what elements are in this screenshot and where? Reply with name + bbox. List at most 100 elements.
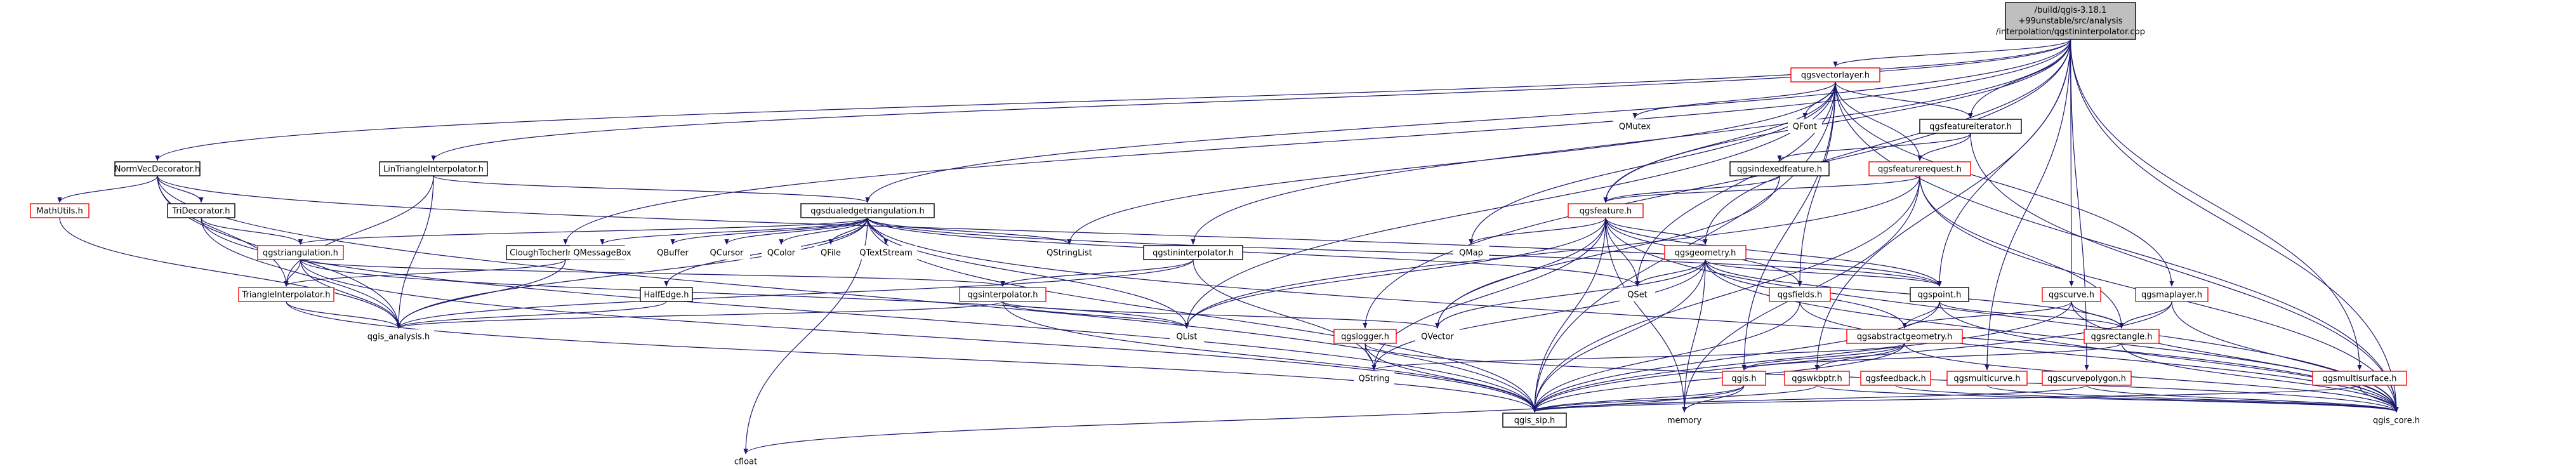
node-qgspoint[interactable]: qgspoint.h: [1910, 287, 1969, 302]
node-box-qgsmulticurve: [1946, 371, 2028, 386]
node-qgsinterpolator[interactable]: qgsinterpolator.h: [959, 287, 1047, 302]
node-qgswkbptr[interactable]: qgswkbptr.h: [1784, 371, 1850, 386]
node-label-lintriangleinterpolator: LinTriangleInterpolator.h: [383, 165, 484, 175]
node-box-qgis: [1722, 371, 1766, 386]
node-qvector: QVector: [1415, 329, 1460, 343]
node-qset: QSet: [1620, 287, 1655, 301]
node-box-qbuffer: [651, 246, 695, 260]
node-box-mathutils: [30, 203, 89, 218]
node-qtextstream: QTextStream: [855, 246, 917, 260]
edge-qgsrectangle-to-qgis_core: [2121, 343, 2399, 413]
edge-qgstriangulation-to-qgsinterpolator: [300, 259, 1005, 287]
edge-qgsindexedfeature-to-qgsfeature: [1603, 175, 1780, 203]
node-qgsmaplayer[interactable]: qgsmaplayer.h: [2135, 287, 2209, 302]
edge-root-to-qgsmulticurve: [1985, 39, 2071, 371]
node-box-qgis_sip: [1502, 413, 1567, 428]
node-label-qgswkbptr: qgswkbptr.h: [1792, 374, 1842, 384]
edge-qgsfeature-to-qmap: [1469, 217, 1606, 245]
node-label-root: /build/qgis-3.18.1+99unstable/src/analys…: [1996, 6, 2145, 37]
edge-qgsfeaturerequest-to-qgsfeature: [1603, 175, 1920, 203]
edge-qgsdualedgetriangulation-to-qbuffer: [670, 217, 868, 245]
edge-qgsmaplayer-to-qgsrectangle: [2119, 301, 2172, 329]
node-normvecdecorator[interactable]: NormVecDecorator.h: [114, 161, 201, 176]
edge-qgscurvepolygon-to-qgis_sip: [1532, 385, 2087, 413]
node-qgsmultisurface[interactable]: qgsmultisurface.h: [2312, 371, 2407, 386]
edge-triangleinterpolator-to-qgis_sip: [286, 301, 1537, 413]
node-halfedge[interactable]: HalfEdge.h: [640, 287, 693, 302]
node-qgis_sip[interactable]: qgis_sip.h: [1502, 413, 1567, 428]
node-qgscurvepolygon[interactable]: qgscurvepolygon.h: [2042, 371, 2132, 386]
node-qgsfeaturerequest[interactable]: qgsfeaturerequest.h: [1868, 161, 1971, 176]
node-qcursor: QCursor: [703, 246, 750, 260]
edge-qgsdualedgetriangulation-to-qtextstream: [867, 217, 888, 245]
node-box-lintriangleinterpolator: [379, 161, 488, 176]
node-qgsabstractgeometry[interactable]: qgsabstractgeometry.h: [1846, 329, 1963, 344]
node-box-triangleinterpolator: [238, 287, 334, 302]
edge-qgsmultisurface-to-qgis_core: [2359, 385, 2399, 413]
node-qfont: QFont: [1788, 119, 1822, 133]
node-label-qgis_core: qgis_core.h: [2373, 416, 2420, 426]
edge-qgsinterpolator-to-qgis_analysis: [396, 301, 1003, 329]
node-triangleinterpolator[interactable]: TriangleInterpolator.h: [238, 287, 334, 302]
node-qgsfeedback[interactable]: qgsfeedback.h: [1860, 371, 1931, 386]
node-mathutils[interactable]: MathUtils.h: [30, 203, 89, 218]
edge-qgspoint-to-qgsrectangle: [1939, 301, 2124, 329]
edge-qgsvectorlayer-to-qgis_core: [1835, 81, 2399, 413]
node-qgsfeature[interactable]: qgsfeature.h: [1568, 203, 1644, 218]
node-label-qstring: QString: [1358, 374, 1389, 384]
node-box-qgsfeature: [1568, 203, 1644, 218]
node-box-qgsdualedgetriangulation: [800, 203, 935, 218]
edge-qgsfeatureiterator-to-qgsfeaturerequest: [1917, 133, 1971, 161]
node-root[interactable]: /build/qgis-3.18.1+99unstable/src/analys…: [1996, 2, 2145, 40]
edge-qgsdualedgetriangulation-to-qlist: [867, 217, 1189, 329]
node-qgsfeatureiterator[interactable]: qgsfeatureiterator.h: [1919, 119, 2022, 134]
node-label-qgis_sip: qgis_sip.h: [1514, 416, 1555, 426]
node-qgsgeometry[interactable]: qgsgeometry.h: [1664, 245, 1747, 260]
edge-qgsfeatureiterator-to-qgsindexedfeature: [1777, 133, 1971, 161]
edge-qgswkbptr-to-qgis_sip: [1532, 385, 1818, 413]
edge-normvecdecorator-to-triangleinterpolator: [157, 175, 289, 287]
node-box-qgsfeedback: [1860, 371, 1931, 386]
edge-qgsvectorlayer-to-qgsfeatureiterator: [1835, 81, 1973, 119]
node-label-qgspoint: qgspoint.h: [1918, 291, 1962, 300]
node-qgsrectangle[interactable]: qgsrectangle.h: [2084, 329, 2160, 344]
node-label-qgslogger: qgslogger.h: [1341, 333, 1389, 342]
node-qgis[interactable]: qgis.h: [1722, 371, 1766, 386]
node-qgsmulticurve[interactable]: qgsmulticurve.h: [1946, 371, 2028, 386]
node-qgsvectorlayer[interactable]: qgsvectorlayer.h: [1790, 67, 1880, 83]
node-box-qgsfeaturerequest: [1868, 161, 1971, 176]
node-qgsindexedfeature[interactable]: qgsindexedfeature.h: [1729, 161, 1830, 176]
edge-qgsdualedgetriangulation-to-qgspoint: [867, 217, 1942, 287]
node-box-qcolor: [762, 246, 801, 260]
node-qgsdualedgetriangulation[interactable]: qgsdualedgetriangulation.h: [800, 203, 935, 218]
edge-qgspoint-to-qgis_sip: [1532, 301, 1940, 413]
node-lintriangleinterpolator[interactable]: LinTriangleInterpolator.h: [379, 161, 488, 176]
edge-mathutils-to-qgis_analysis: [59, 217, 401, 329]
edge-qgsfeature-to-qgsgeometry: [1605, 217, 1708, 245]
node-qgstriangulation[interactable]: qgstriangulation.h: [257, 245, 344, 260]
node-label-qcursor: QCursor: [710, 249, 744, 258]
edge-qgsvectorlayer-to-qgsmaplayer: [1835, 81, 2174, 287]
node-box-qgstriangulation: [257, 245, 344, 260]
node-qgscurve[interactable]: qgscurve.h: [2042, 287, 2101, 302]
node-label-qgsmulticurve: qgsmulticurve.h: [1953, 374, 2020, 384]
edge-qgsabstractgeometry-to-qstring: [1371, 343, 1905, 371]
node-label-qgsdualedgetriangulation: qgsdualedgetriangulation.h: [810, 207, 924, 216]
node-box-qgsmaplayer: [2135, 287, 2209, 302]
node-qgsfields[interactable]: qgsfields.h: [1769, 287, 1831, 302]
node-tridecorator[interactable]: TriDecorator.h: [167, 203, 235, 218]
node-label-qgsrectangle: qgsrectangle.h: [2091, 333, 2152, 342]
edge-qgscurve-to-qgis_core: [2071, 301, 2399, 413]
edge-qgsdualedgetriangulation-to-qcursor: [724, 217, 868, 245]
node-qgstininterpolator[interactable]: qgstininterpolator.h: [1143, 245, 1243, 260]
node-label-qgis_analysis: qgis_analysis.h: [367, 333, 430, 342]
node-qgslogger[interactable]: qgslogger.h: [1333, 329, 1397, 344]
edge-qgsdualedgetriangulation-to-qset: [867, 217, 1640, 287]
node-label-qgstriangulation: qgstriangulation.h: [263, 249, 338, 258]
edge-qgsabstractgeometry-to-qgis: [1741, 343, 1905, 371]
node-box-qgsvectorlayer: [1790, 67, 1880, 83]
node-box-qgsindexedfeature: [1729, 161, 1830, 176]
edge-qgsdualedgetriangulation-to-cfloat: [743, 217, 868, 454]
node-box-qlist: [1170, 329, 1204, 343]
node-label-qtextstream: QTextStream: [859, 249, 913, 258]
